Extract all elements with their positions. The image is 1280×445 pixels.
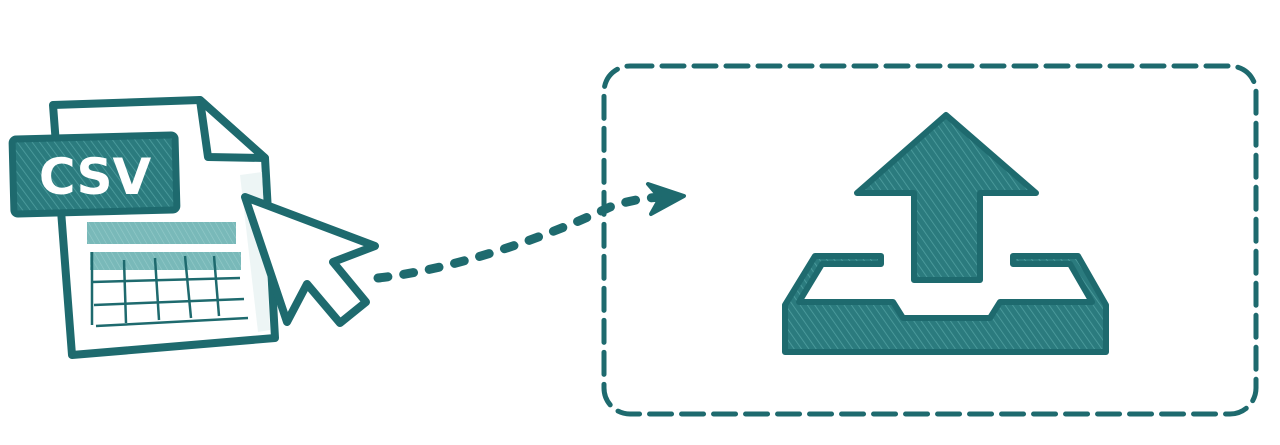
upload-dropzone[interactable] xyxy=(601,63,1259,417)
table-grid xyxy=(90,252,249,328)
table-title-bar xyxy=(87,222,236,244)
upload-tray-icon xyxy=(782,112,1109,355)
csv-file-icon[interactable]: CSV xyxy=(8,96,279,359)
csv-badge-text: CSV xyxy=(39,148,152,206)
table-header-row xyxy=(90,252,241,270)
csv-badge: CSV xyxy=(8,131,181,218)
mouse-pointer-icon xyxy=(241,193,379,327)
dashed-arrow-icon xyxy=(373,182,686,283)
